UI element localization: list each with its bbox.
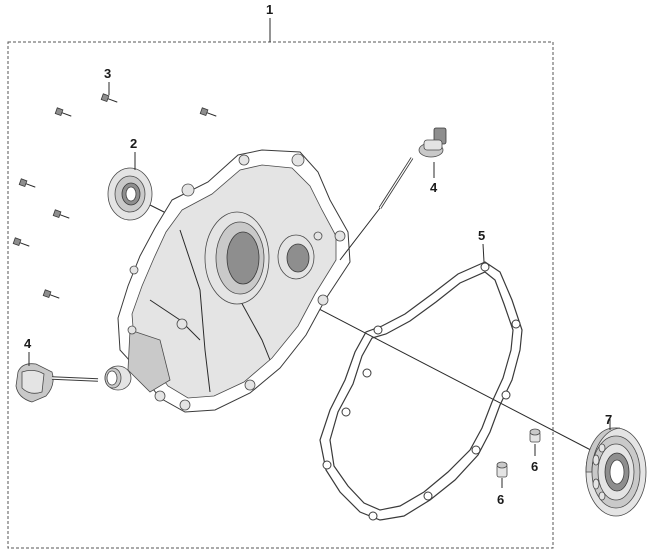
crankcase-cover xyxy=(117,149,351,413)
dipstick-right-axis xyxy=(339,207,381,261)
oil-seal xyxy=(107,167,153,221)
callout-6-upper: 6 xyxy=(531,459,538,474)
dowel-pin-upper xyxy=(529,428,541,443)
bolt xyxy=(54,107,72,117)
assembly-boundary xyxy=(7,41,554,549)
bolt xyxy=(199,107,217,117)
bearing xyxy=(585,427,647,517)
dipstick-tube xyxy=(104,365,132,391)
callout-4-left: 4 xyxy=(24,336,32,351)
callout-2: 2 xyxy=(130,136,137,151)
callout-3: 3 xyxy=(104,66,111,81)
callout-6-lower: 6 xyxy=(497,492,504,507)
bolt xyxy=(52,209,70,219)
callout-5: 5 xyxy=(478,228,485,243)
callout-4-right: 4 xyxy=(430,180,438,195)
dipstick-left xyxy=(15,363,99,403)
gasket xyxy=(319,261,523,521)
gasket-leader xyxy=(482,243,485,263)
callout-1: 1 xyxy=(266,2,273,17)
bolt xyxy=(18,178,36,188)
dipstick-right xyxy=(378,127,447,209)
bolt xyxy=(100,93,118,103)
callout-7: 7 xyxy=(605,412,612,427)
bolt xyxy=(12,237,30,247)
bolt-group xyxy=(12,93,217,299)
bolt xyxy=(42,289,60,299)
dowel-pin-lower xyxy=(496,461,508,478)
